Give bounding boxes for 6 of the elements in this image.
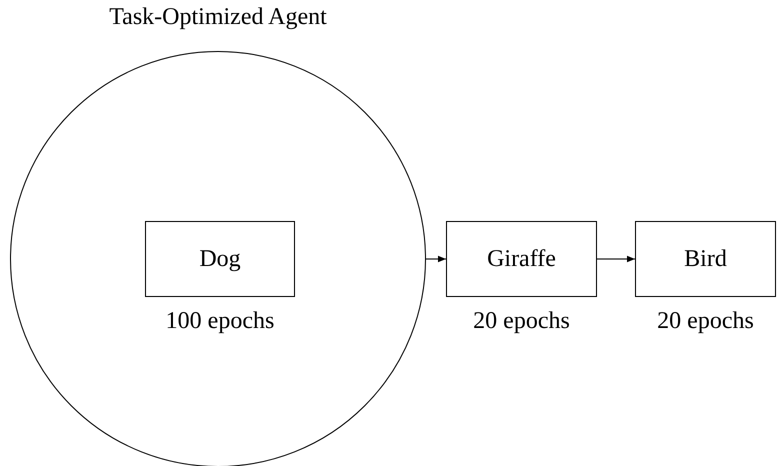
epoch-count-label: 100 epochs <box>166 308 274 335</box>
arrow <box>426 256 446 262</box>
circle-heading: Task-Optimized Agent <box>108 4 328 31</box>
epoch-count-label: 20 epochs <box>473 308 570 335</box>
epoch-count-label: 20 epochs <box>657 308 754 335</box>
arrow <box>596 256 636 262</box>
